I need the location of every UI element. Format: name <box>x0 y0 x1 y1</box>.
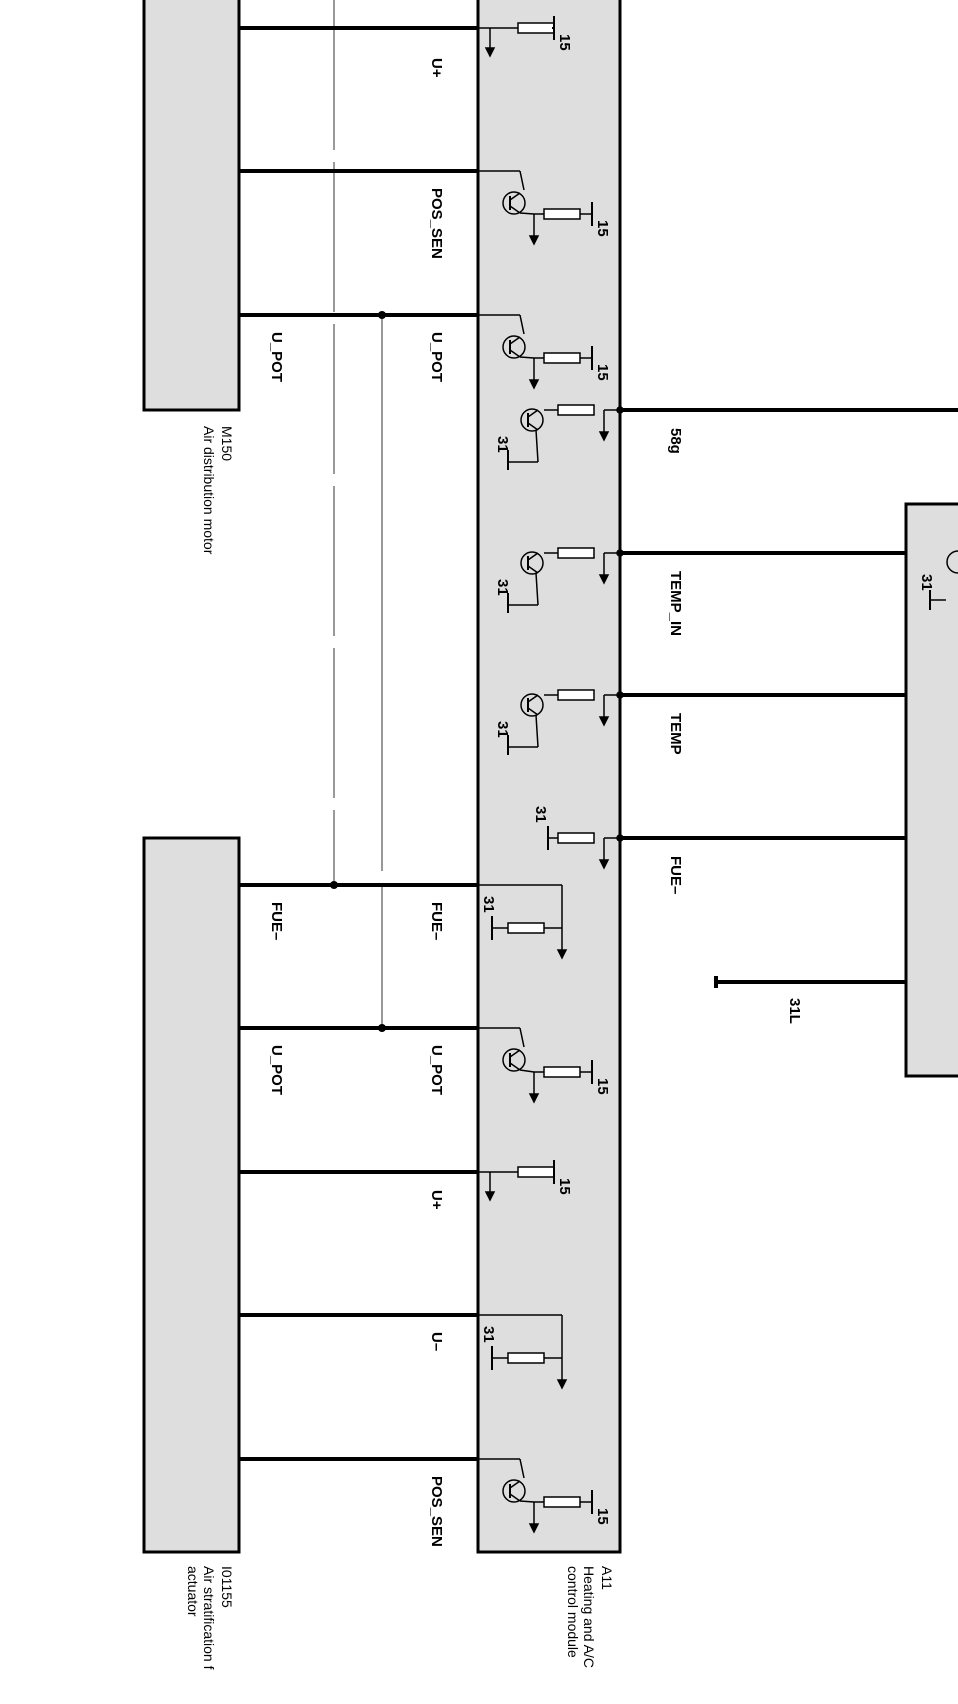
actuator-name-line1: Air stratification f <box>201 1566 217 1670</box>
motor-name: Air distribution motor <box>201 426 217 555</box>
wire-ground-31l <box>714 976 906 988</box>
terminal-31: 31 <box>480 1326 497 1343</box>
terminal-15: 15 <box>594 1508 611 1525</box>
label-temp: TEMP <box>667 713 684 755</box>
control-module-box <box>476 0 622 1554</box>
terminal-31: 31 <box>918 574 935 591</box>
terminal-31: 31 <box>494 721 511 738</box>
terminal-31: 31 <box>480 896 497 913</box>
motor-box <box>142 0 241 412</box>
terminal-31: 31 <box>532 806 549 823</box>
module-captions: M150 Air distribution motor I01155 Air s… <box>185 426 615 1670</box>
terminal-15: 15 <box>556 1178 573 1195</box>
terminal-labels: 15 15 15 15 15 15 31 31 31 31 31 31 31 <box>480 34 935 1525</box>
actuator-box <box>142 836 241 1554</box>
circuit-pos-sen-top <box>478 170 593 245</box>
label-temp-in: TEMP_IN <box>667 571 684 636</box>
terminal-15: 15 <box>594 220 611 237</box>
control-name-line2: control module <box>565 1566 581 1658</box>
label-pos-sen: POS_SEN <box>428 188 445 259</box>
actuator-name-line2: actuator <box>185 1566 201 1617</box>
terminal-31: 31 <box>494 579 511 596</box>
terminal-31: 31 <box>494 436 511 453</box>
terminal-15: 15 <box>556 34 573 51</box>
label-fue-right: FUE– <box>667 856 684 894</box>
circuit-u-plus-bottom <box>478 1160 555 1201</box>
wire-motor-u-pot <box>239 311 478 319</box>
wire-actuator-fue <box>239 881 478 889</box>
wire-labels: U+ POS_SEN U_POT U_POT FUE– FUE– U_POT U… <box>268 58 803 1547</box>
circuit-u-plus-top <box>478 16 555 57</box>
wire-actuator-u-pot <box>239 1024 478 1032</box>
label-u-pot-actuator: U_POT <box>268 1045 285 1095</box>
circuit-pos-sen-bottom <box>478 1458 593 1533</box>
circuit-u-pot-top <box>478 314 593 389</box>
label-u-plus: U+ <box>428 58 445 78</box>
circuit-fue-right <box>547 826 624 869</box>
label-u-pot-motor: U_POT <box>268 332 285 382</box>
label-fue-actuator: FUE– <box>268 902 285 940</box>
circuit-right-module <box>929 550 958 610</box>
control-code: A11 <box>599 1566 615 1590</box>
label-pos-sen-2: POS_SEN <box>428 1476 445 1547</box>
label-fue: FUE– <box>428 902 445 940</box>
circuit-temp-in <box>507 547 624 613</box>
circuit-fue-left <box>478 884 568 960</box>
motor-code: M150 <box>219 426 235 461</box>
label-u-pot: U_POT <box>428 332 445 382</box>
label-u-minus: U– <box>428 1332 445 1351</box>
actuator-code: I01155 <box>219 1566 235 1608</box>
circuit-58g <box>507 404 624 470</box>
label-u-plus-2: U+ <box>428 1190 445 1210</box>
terminal-15: 15 <box>594 1078 611 1095</box>
label-u-pot-2: U_POT <box>428 1045 445 1095</box>
circuit-u-minus <box>478 1314 568 1390</box>
control-name-line1: Heating and A/C <box>581 1566 597 1668</box>
circuit-temp <box>507 689 624 755</box>
label-58g: 58g <box>667 428 684 454</box>
label-ground-31l: 31L <box>786 998 803 1024</box>
circuit-u-pot-bottom <box>478 1027 593 1103</box>
terminal-15: 15 <box>594 364 611 381</box>
